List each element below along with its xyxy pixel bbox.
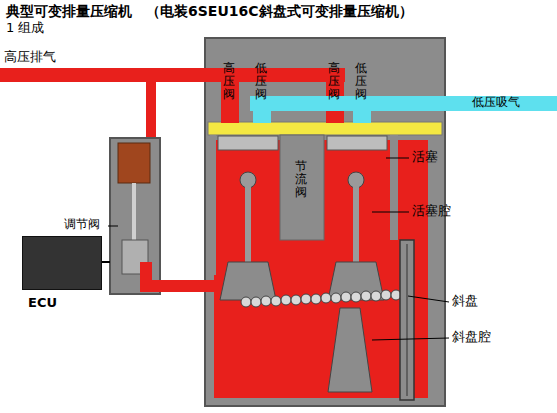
swash-hub xyxy=(328,308,372,392)
leader-line xyxy=(108,158,449,340)
ecu-box: ECU xyxy=(22,236,102,310)
valve-label: 低压阀 xyxy=(255,62,267,102)
part-label: 活塞 xyxy=(412,150,438,165)
ecu-label: ECU xyxy=(28,295,102,310)
valve-plate xyxy=(208,122,442,135)
shaft xyxy=(400,240,414,400)
ecu-body xyxy=(22,236,102,290)
part-label: 斜盘腔 xyxy=(452,330,491,345)
pipe-label: 低压吸气 xyxy=(472,96,520,110)
low-pressure-pipe xyxy=(250,96,557,111)
swash-plate xyxy=(241,290,401,307)
part-label: 调节阀 xyxy=(64,218,100,232)
valve-label: 高压阀 xyxy=(328,62,340,102)
piston xyxy=(327,136,387,150)
wire xyxy=(102,261,110,263)
part-label: 活塞腔 xyxy=(412,204,451,219)
piston-shoe xyxy=(220,262,276,300)
section-heading: 1 组成 xyxy=(6,21,44,36)
cylinder-wall xyxy=(210,135,216,275)
title: 典型可变排量压缩机 （电装6SEU16C斜盘式可变排量压缩机） xyxy=(6,3,413,19)
piston xyxy=(218,136,278,150)
valve-label: 低压阀 xyxy=(355,62,367,102)
valve-label: 高压阀 xyxy=(223,62,235,102)
control-pipe xyxy=(140,280,215,292)
part-label: 斜盘 xyxy=(452,294,478,309)
throttle-column xyxy=(280,135,324,240)
pipe-label: 高压排气 xyxy=(4,50,56,65)
regulator-valve xyxy=(110,138,160,294)
high-pressure-pipe xyxy=(0,68,345,82)
housing xyxy=(205,38,445,406)
solenoid xyxy=(118,143,150,183)
part-label: 节流阀 xyxy=(295,160,307,200)
cylinder-wall xyxy=(390,135,398,240)
